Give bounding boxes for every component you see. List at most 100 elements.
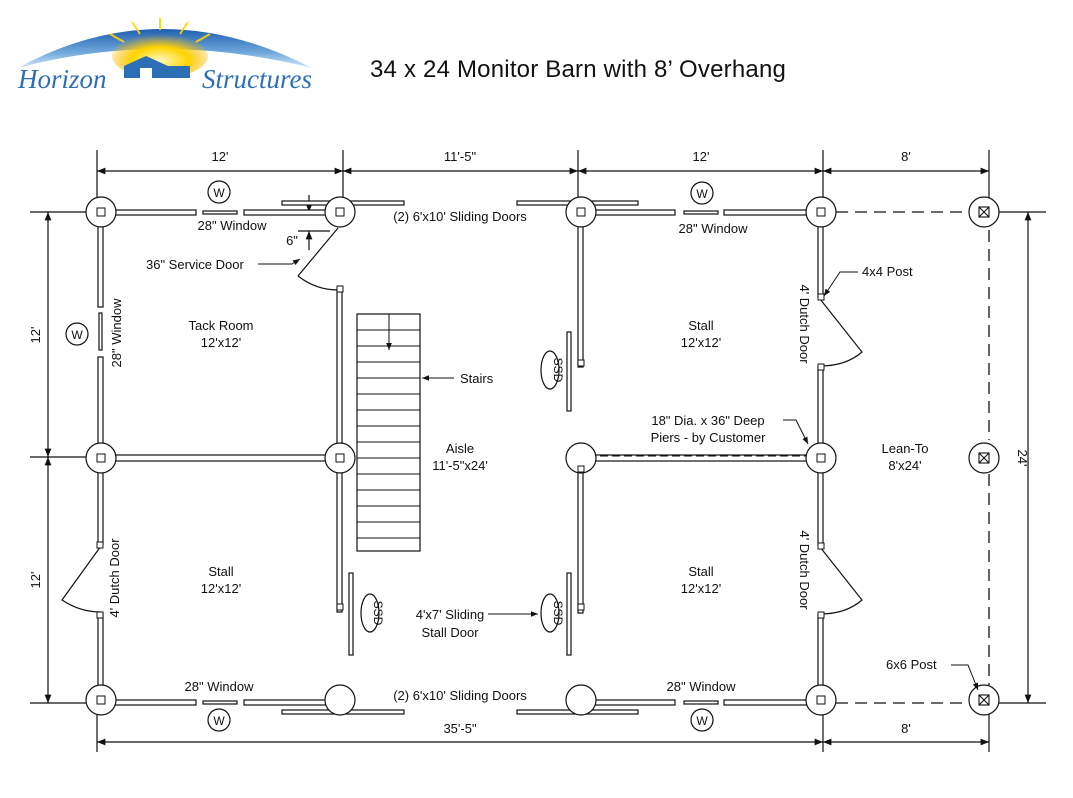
sliding-stall-door-left xyxy=(348,572,354,656)
dim-text-right: 24' xyxy=(1015,450,1030,467)
wall-left xyxy=(97,462,104,545)
service-door-swing xyxy=(297,275,339,291)
wall-bottom xyxy=(723,699,819,706)
dim-text-left-2: 12' xyxy=(28,572,43,589)
pier-circle xyxy=(565,684,597,716)
stall-door-label-1: 4'x7' Sliding xyxy=(416,607,485,622)
window-bottom-right xyxy=(683,700,719,705)
horizon-structures-logo: Horizon Structures xyxy=(17,18,312,94)
stall-se-size: 12'x12' xyxy=(681,581,721,596)
dim-text-bottom-2: 8' xyxy=(901,721,911,736)
dim-text-top-4: 8' xyxy=(901,149,911,164)
stairs-label: Stairs xyxy=(460,371,494,386)
wall-top xyxy=(243,209,339,216)
window-marker-icon xyxy=(207,180,231,204)
window-top-right xyxy=(683,210,719,215)
tack-room-size: 12'x12' xyxy=(201,335,241,350)
post-6x6-icon xyxy=(978,206,990,218)
sliding-stall-door-right-top xyxy=(566,331,572,412)
wall-left xyxy=(97,612,104,696)
stall-se-name: Stall xyxy=(688,564,713,579)
dim-text-service-offset: 6" xyxy=(286,233,298,248)
stall-door-label-2: Stall Door xyxy=(421,625,479,640)
post-4x4-label: 4x4 Post xyxy=(862,264,913,279)
post-6x6-icon xyxy=(978,452,990,464)
wall-bottom xyxy=(582,699,676,706)
wall-aisle-left xyxy=(336,288,343,452)
aisle-size: 11'-5"x24' xyxy=(432,458,488,473)
window-label-top-left: 28" Window xyxy=(198,218,268,233)
ssd-marker-icon xyxy=(360,593,380,633)
wall-right xyxy=(817,366,824,452)
leader-service-door xyxy=(258,258,301,266)
window-marker-label: W xyxy=(213,186,225,200)
pier-circle xyxy=(565,442,597,474)
window-label-left: 28" Window xyxy=(109,298,124,368)
tack-room-name: Tack Room xyxy=(188,318,253,333)
dutch-door-label-right-bottom: 4' Dutch Door xyxy=(797,530,812,610)
service-door-label: 36" Service Door xyxy=(146,257,244,272)
window-label-top-right: 28" Window xyxy=(679,221,749,236)
sun-rays xyxy=(109,18,211,43)
wall-aisle-right xyxy=(577,216,584,368)
lean-to-size: 8'x24' xyxy=(888,458,921,473)
barn-icon xyxy=(124,56,190,78)
stair-treads xyxy=(357,314,420,539)
leader-piers xyxy=(783,419,809,445)
wall-bottom xyxy=(103,699,197,706)
ssd-marker-icon xyxy=(540,593,560,633)
logo-word-structures: Structures xyxy=(202,64,312,94)
dim-text-left-1: 12' xyxy=(28,327,43,344)
window-marker-icon xyxy=(690,181,714,205)
piers-label-2: Piers - by Customer xyxy=(651,430,767,445)
window-marker-icon xyxy=(690,708,714,732)
stall-sw-name: Stall xyxy=(208,564,233,579)
post-6x6-icon xyxy=(978,694,990,706)
window-label-bottom-right: 28" Window xyxy=(667,679,737,694)
window-top-left xyxy=(202,210,238,215)
aisle-name: Aisle xyxy=(446,441,474,456)
dim-text-bottom-1: 35'-5" xyxy=(443,721,477,736)
window-marker-label: W xyxy=(696,714,708,728)
window-label-bottom-left: 28" Window xyxy=(185,679,255,694)
wall-left xyxy=(97,216,104,308)
stall-ne-name: Stall xyxy=(688,318,713,333)
window-left xyxy=(98,312,103,351)
wall-mid-left xyxy=(104,454,336,462)
dutch-door-label-right-top: 4' Dutch Door xyxy=(797,284,812,364)
wall-aisle-left xyxy=(336,462,343,613)
ssd-marker-icon xyxy=(540,350,560,390)
lean-to-outline xyxy=(836,211,990,704)
ssd-label: SSD xyxy=(371,601,385,626)
wall-bottom xyxy=(243,699,339,706)
leader-4x4-post xyxy=(823,271,858,297)
pier-circle xyxy=(324,684,356,716)
stall-sw-size: 12'x12' xyxy=(201,581,241,596)
piers-label-1: 18" Dia. x 36" Deep xyxy=(651,413,764,428)
stairs xyxy=(356,313,421,552)
wall-right xyxy=(817,216,824,298)
dutch-door-right-top xyxy=(819,298,863,367)
post-squares xyxy=(96,207,826,705)
window-bottom-left xyxy=(202,700,238,705)
wall-aisle-right xyxy=(577,462,584,614)
page-title: 34 x 24 Monitor Barn with 8’ Overhang xyxy=(370,56,787,83)
dutch-door-right-bottom xyxy=(819,546,863,615)
wall-top xyxy=(582,209,676,216)
wall-top xyxy=(103,209,197,216)
wall-left xyxy=(97,356,104,452)
lean-to-name: Lean-To xyxy=(882,441,929,456)
window-marker-label: W xyxy=(696,187,708,201)
dutch-door-left xyxy=(61,545,102,613)
post-6x6-label: 6x6 Post xyxy=(886,657,937,672)
sliding-doors-label-bottom: (2) 6'x10' Sliding Doors xyxy=(393,688,527,703)
leader-6x6-post xyxy=(951,664,979,691)
window-marker-label: W xyxy=(71,328,83,342)
window-marker-label: W xyxy=(213,714,225,728)
sliding-doors-label-top: (2) 6'x10' Sliding Doors xyxy=(393,209,527,224)
window-marker-icon xyxy=(65,322,89,346)
ssd-label: SSD xyxy=(551,601,565,626)
dim-text-top-3: 12' xyxy=(693,149,710,164)
dim-text-top-1: 12' xyxy=(212,149,229,164)
